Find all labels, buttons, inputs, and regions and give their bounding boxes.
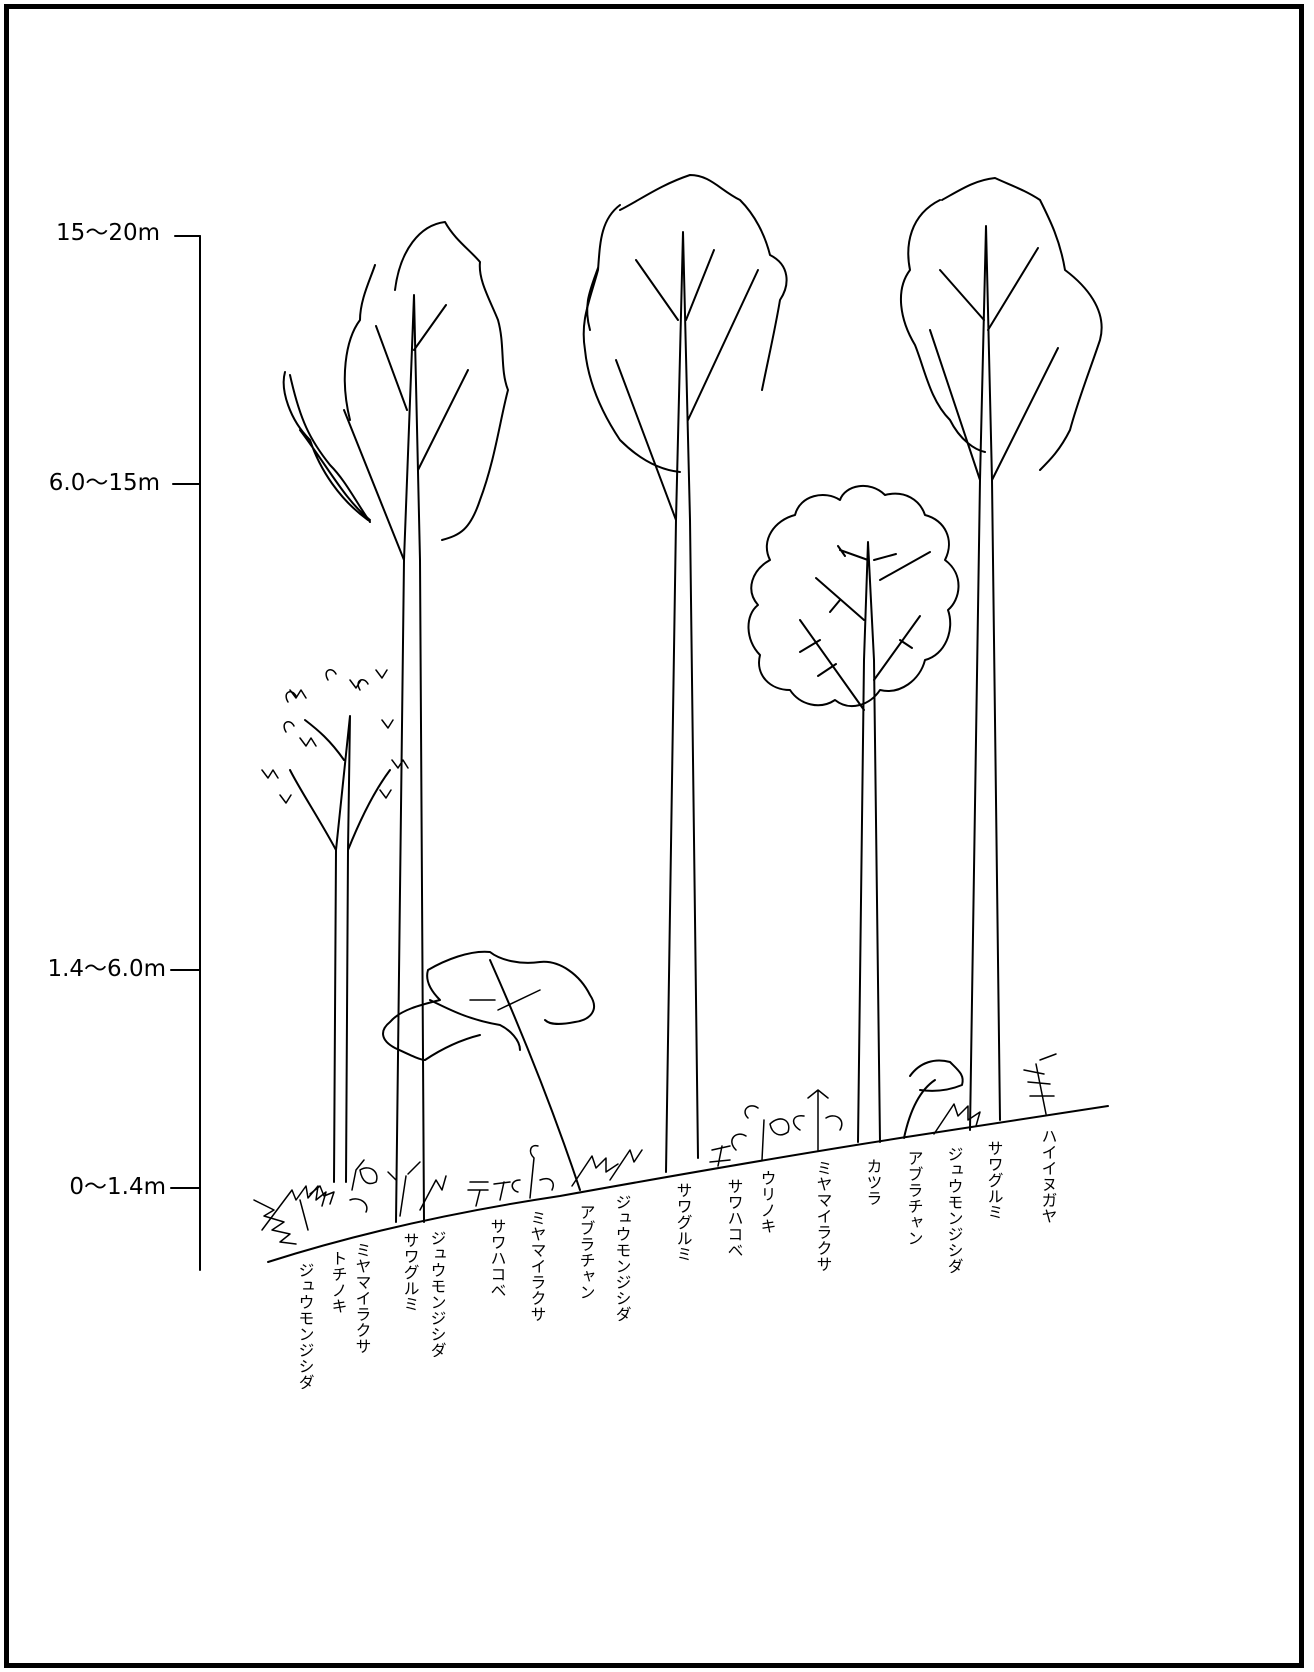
plant-label: トチノキ [329,1250,348,1314]
plant-label: ウリノキ [758,1170,777,1234]
plant-label: アブラチャン [905,1150,924,1246]
plant-label: サワハコベ [488,1218,507,1298]
plant-label: ジュウモンジシダ [945,1146,964,1274]
plant-label: カツラ [864,1158,883,1206]
plant-label: ジュウモンジシダ [428,1230,447,1358]
plant-label: アブラチャン [577,1204,596,1300]
tree-katsura [748,486,958,1142]
plant-label: ミヤマイラクサ [814,1160,833,1272]
ground-plants [254,1054,1056,1244]
plant-label: サワハコベ [725,1178,744,1258]
tree-sawagurumi-2 [584,175,787,1172]
plant-label: サワグルミ [674,1182,693,1262]
height-scale: 15〜20m 6.0〜15m 1.4〜6.0m 0〜1.4m [47,220,200,1270]
plant-label: サワグルミ [985,1140,1004,1220]
shrub-aburachan-small [904,1061,963,1138]
scale-label-4: 0〜1.4m [69,1174,166,1200]
tree-tochinoki [262,670,408,1182]
plant-label: ジュウモンジシダ [613,1194,632,1322]
plant-label: ミヤマイラクサ [353,1242,372,1354]
plant-label: ミヤマイラクサ [528,1210,547,1322]
shrub-aburachan [383,952,594,1190]
plant-label: ハイイヌガヤ [1039,1128,1058,1224]
plant-label: サワグルミ [401,1232,420,1312]
scale-label-1: 15〜20m [56,220,160,246]
tree-sawagurumi-3 [901,178,1102,1130]
plant-label: ジュウモンジシダ [296,1262,315,1390]
scale-label-2: 6.0〜15m [49,470,160,496]
scale-label-3: 1.4〜6.0m [47,956,166,982]
tree-sawagurumi-1 [284,222,508,1222]
plant-labels: ジュウモンジシダ トチノキ ミヤマイラクサ サワグルミ ジュウモンジシダ サワハ… [296,1128,1058,1390]
